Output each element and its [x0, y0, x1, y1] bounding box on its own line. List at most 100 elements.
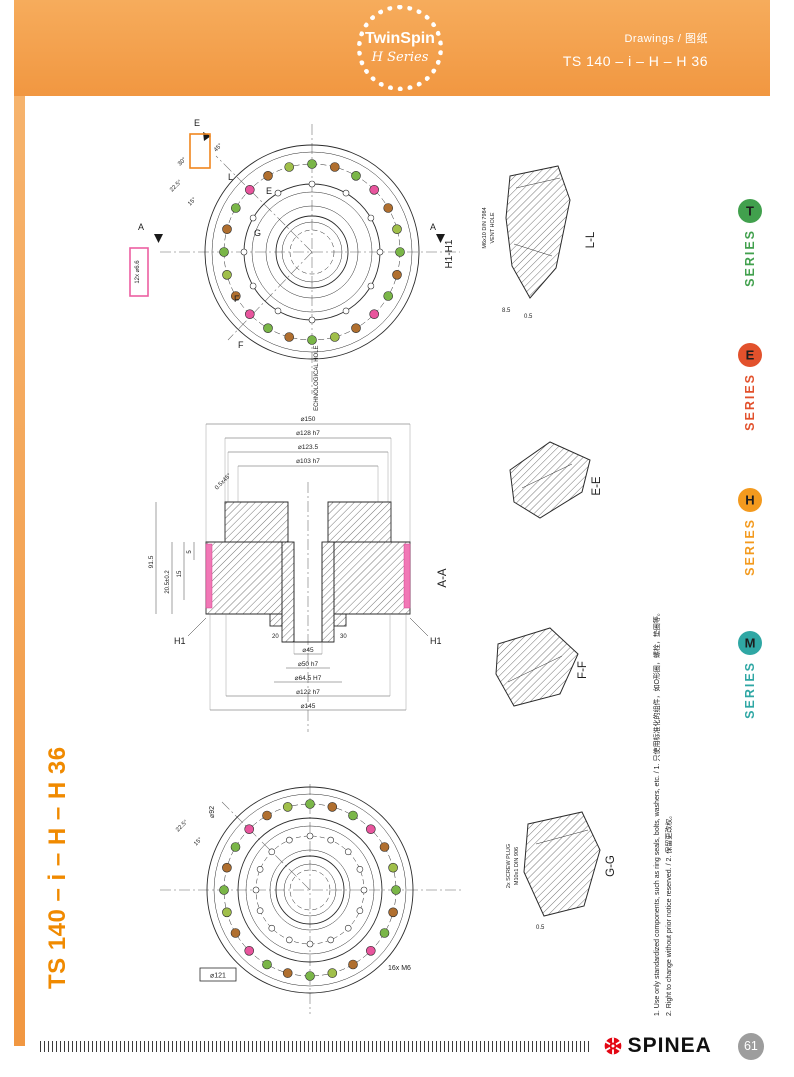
note-line-1: 1. Use only standardized components, suc…: [654, 609, 661, 1016]
series-h-badge: H: [738, 488, 762, 512]
section-gg-drawing: 2x SCREW PLUG M10x1 DIN 906 0.5 G-G: [506, 811, 617, 931]
dim-label: 91.5: [148, 555, 155, 568]
gg-detail-line: [535, 829, 589, 845]
series-tab-m[interactable]: M SERIES: [733, 630, 767, 719]
aa-left-dims: 91.5 20.5±0.2 15 5: [148, 502, 195, 614]
aa-body: [205, 501, 411, 643]
series-h-circle: [738, 488, 762, 512]
screw-plug-note-2: M10x1 DIN 906: [514, 847, 520, 885]
dim-label: ⌀145: [301, 703, 316, 710]
pink-callout-text: 12x ⌀6.6: [135, 260, 141, 284]
dim-label: 15°: [187, 196, 198, 207]
dim-label-d92: ⌀92: [209, 806, 216, 818]
tech-hole-note: TECHNOLOGICAL HOLE: [314, 345, 320, 411]
section-label-ll: L-L: [585, 231, 597, 248]
dim-label: 15: [177, 570, 183, 577]
dim-label: 0.5: [536, 925, 545, 931]
series-m-badge: M: [738, 631, 762, 655]
note-line-2: 2. Right to change without prior notice …: [665, 811, 673, 1016]
breadcrumb: Drawings / 图纸: [624, 33, 708, 45]
front-inner-holes: [240, 180, 384, 324]
dim-label: 15°: [193, 836, 204, 847]
chamfer-label: 0.5x45°: [214, 472, 233, 491]
ll-section-body: [505, 165, 571, 299]
series-tab-h[interactable]: H SERIES: [733, 487, 767, 576]
series-t-letter: T: [746, 204, 754, 219]
dim-label: ⌀122 h7: [296, 689, 320, 696]
vent-hole-note-2: VENT HOLE: [490, 212, 496, 243]
boxed-dim-frame: [199, 967, 237, 982]
series-e-label: SERIES: [743, 373, 757, 431]
series-e-circle: [738, 343, 762, 367]
series-m-label: SERIES: [743, 661, 757, 719]
ll-detail-line: [513, 243, 553, 257]
footer-tick-strip: [40, 1040, 589, 1052]
section-label-gg: G-G: [605, 855, 617, 877]
cut-letter-a-right: A: [430, 222, 436, 232]
dim-label: 30°: [177, 156, 188, 167]
pink-highlight-box: [129, 247, 149, 297]
left-orange-strip: [14, 0, 25, 1046]
section-label-h1h1: H1-H1: [444, 239, 455, 268]
dim-label: 20.5±0.2: [165, 570, 171, 594]
ee-detail-line: [521, 463, 573, 489]
bottom-view-drawing: ⌀92 ⌀121 16x M6 22.5° 15°: [160, 784, 462, 1014]
cut-letter-e-inner: E: [266, 186, 272, 196]
logo-title: TwinSpin: [365, 30, 435, 47]
section-label-ee: E-E: [591, 476, 603, 496]
section-aa-drawing: ⌀150 ⌀128 h7 ⌀123.5 ⌀103 h7: [148, 416, 449, 732]
ll-detail-line: [515, 177, 561, 189]
dim-label: 30: [340, 634, 347, 640]
twinspin-logo: TwinSpin H Series: [357, 5, 443, 91]
front-angle-dims: 22.5° 15° 30° 45°: [169, 142, 224, 207]
dim-label: 45°: [213, 142, 224, 153]
section-ll-drawing: L-L M6x10 DIN 7984 VENT HOLE 8.5 0.5: [482, 165, 597, 320]
page-number-badge: 61: [737, 1032, 764, 1060]
cut-letter-l: L: [228, 172, 233, 182]
cut-letter-f-upper: F: [234, 294, 240, 304]
aa-top-dims: ⌀150 ⌀128 h7 ⌀123.5 ⌀103 h7: [205, 416, 411, 542]
section-ff-drawing: F-F: [495, 627, 589, 707]
bottom-inner-holes: [252, 832, 368, 948]
vent-hole-note-1: M6x10 DIN 7984: [482, 207, 488, 248]
doc-code: TS 140 – i – H – H 36: [562, 53, 708, 69]
pink-surface-highlight-left: [205, 543, 213, 609]
section-label-aa: A-A: [437, 568, 449, 588]
ee-section-body: [509, 441, 591, 519]
series-h-label: SERIES: [743, 518, 757, 576]
ff-detail-line: [507, 655, 563, 683]
dim-label: 22.5°: [169, 179, 184, 194]
dim-label: ⌀64.5 H7: [295, 675, 322, 682]
cut-arrow-a-left: [154, 234, 163, 243]
dim-label: ⌀45: [302, 647, 314, 654]
series-m-circle: [738, 631, 762, 655]
section-ee-drawing: E-E: [509, 441, 603, 519]
front-section-letters: A A E E L G F F H1-H1: [138, 118, 455, 350]
bottom-bolt-dots: [219, 799, 401, 981]
dim-label: 8.5: [502, 308, 511, 314]
cut-letter-f-lower: F: [238, 340, 244, 350]
brand-name: SPINEA: [627, 1034, 712, 1057]
dim-label: ⌀128 h7: [296, 430, 320, 437]
dim-label: ⌀50 h7: [298, 661, 319, 668]
header-text-block: Drawings / 图纸 TS 140 – i – H – H 36: [530, 30, 708, 69]
pink-surface-highlight-right: [403, 543, 411, 609]
series-m-letter: M: [745, 636, 756, 651]
dim-label: ⌀103 h7: [296, 458, 320, 465]
h1-label-left: H1: [174, 636, 186, 646]
series-tab-e[interactable]: E SERIES: [733, 342, 767, 431]
series-e-letter: E: [746, 348, 755, 363]
dim-label: 0.5: [524, 314, 533, 320]
orange-highlight-box: [189, 133, 211, 169]
h1-label-right: H1: [430, 636, 442, 646]
dim-label: 5: [187, 550, 193, 554]
dim-label: ⌀150: [301, 416, 316, 423]
dim-label: 22.5°: [175, 819, 190, 834]
page-title-vertical: TS 140 – i – H – H 36: [44, 746, 71, 989]
series-tab-t[interactable]: T SERIES: [733, 198, 767, 287]
dim-label-d121: ⌀121: [210, 973, 226, 980]
aa-h1-leaders: H1 H1: [174, 617, 442, 646]
aa-bottom-dims: ⌀45 ⌀50 h7 ⌀64.5 H7 ⌀122 h7 ⌀145: [209, 614, 407, 711]
spinea-gear-icon: [604, 1037, 621, 1055]
